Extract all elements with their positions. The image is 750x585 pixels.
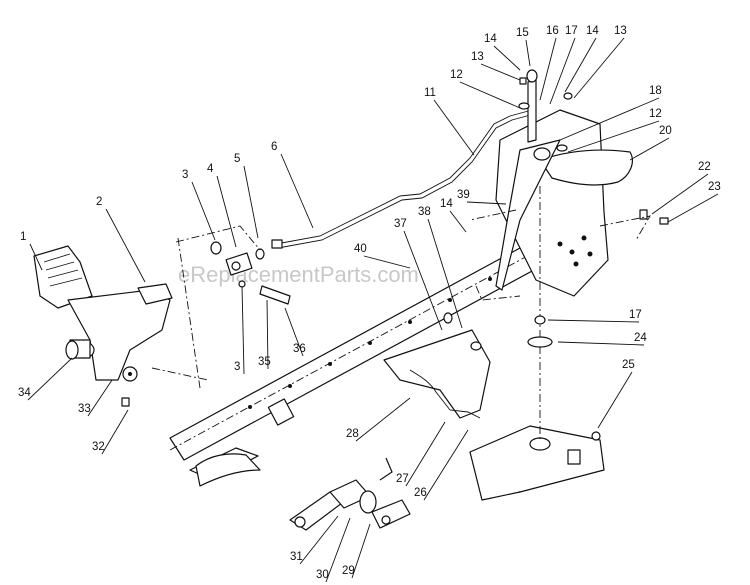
callout-leader: [87, 379, 113, 417]
callout-leader: [433, 99, 475, 156]
callout-number: 1: [20, 231, 26, 243]
callout-number: 36: [293, 343, 306, 355]
callout-leader: [101, 409, 129, 455]
center-axis: [527, 186, 553, 440]
callout-number: 16: [546, 25, 559, 37]
callout-leader: [480, 63, 521, 81]
callout-number: 5: [234, 153, 240, 165]
callout-leader: [564, 37, 597, 93]
callout-number: 22: [698, 161, 711, 173]
callout-leader: [466, 201, 507, 205]
callout-leader: [355, 397, 411, 442]
callout-number: 6: [271, 141, 277, 153]
callout-leader: [403, 230, 443, 331]
cable-bracket: [383, 312, 491, 419]
callout-number: 40: [354, 243, 367, 255]
callout-number: 14: [440, 198, 453, 210]
callout-leader: [559, 97, 660, 141]
callout-leader: [629, 137, 670, 161]
clevis-hardware: [210, 241, 291, 305]
callout-leader: [651, 173, 709, 215]
callout-leader: [191, 181, 216, 241]
callout-number: 4: [207, 163, 214, 175]
brake-rod: [271, 109, 535, 249]
callout-leader: [547, 319, 640, 323]
callout-leader: [539, 37, 557, 101]
callout-number: 3: [234, 361, 240, 373]
callout-number: 24: [634, 332, 647, 344]
top-hardware: [518, 77, 573, 152]
callout-leader: [284, 307, 304, 357]
callout-number: 38: [418, 206, 431, 218]
callout-number: 18: [649, 85, 662, 97]
callout-number: 35: [258, 356, 271, 368]
callout-leader: [427, 218, 463, 329]
callout-leader: [459, 81, 521, 109]
callout-leader: [493, 45, 521, 71]
callout-leader: [299, 515, 339, 565]
pivot-shaft-assembly: [189, 398, 411, 531]
callout-leader: [449, 210, 467, 233]
callout-leader: [667, 193, 719, 223]
callout-number: 25: [622, 359, 635, 371]
callout-leader: [266, 299, 269, 370]
callout-leader: [363, 255, 411, 269]
assembly-guide-lines: [151, 209, 651, 389]
callout-leader: [525, 39, 531, 67]
callout-number: 11: [424, 87, 436, 99]
callout-leader: [29, 243, 43, 271]
callout-leader: [567, 120, 660, 153]
callout-leader: [27, 357, 73, 401]
callout-number: 20: [659, 125, 672, 137]
callout-number: 14: [484, 33, 497, 45]
callout-number: 31: [290, 551, 303, 563]
callout-leader: [557, 341, 645, 346]
callout-leader: [241, 285, 245, 375]
callout-number: 33: [78, 403, 91, 415]
callout-number: 30: [316, 569, 329, 581]
callout-number: 23: [708, 181, 721, 193]
callout-number: 27: [396, 473, 409, 485]
watermark-text: eReplacementParts.com: [178, 262, 419, 287]
callout-leader: [549, 37, 576, 105]
callout-leader: [280, 153, 314, 229]
callout-leader: [573, 37, 625, 99]
callout-number: 26: [414, 487, 427, 499]
callout-leader: [351, 523, 371, 579]
bracket-fasteners: [639, 209, 669, 225]
callout-number: 12: [649, 108, 662, 120]
pedal-bushing: [65, 339, 130, 407]
callout-number: 13: [614, 25, 627, 37]
callout-leader: [597, 371, 633, 429]
callout-number: 14: [586, 25, 599, 37]
brake-lever: [495, 69, 561, 291]
callout-leader: [105, 208, 146, 283]
callout-leader: [325, 517, 351, 583]
callout-number: 28: [346, 428, 359, 440]
callout-number: 32: [92, 441, 105, 453]
callout-number: 3: [182, 169, 188, 181]
callout-number: 17: [629, 309, 642, 321]
callout-leader: [405, 421, 446, 487]
callout-number: 39: [457, 189, 470, 201]
brake-pedal: [33, 245, 173, 382]
callout-leader: [216, 175, 237, 248]
callout-number: 12: [450, 69, 463, 81]
callout-number: 2: [96, 196, 102, 208]
callout-leader: [243, 165, 259, 239]
callout-number: 37: [394, 218, 407, 230]
callout-number: 17: [565, 25, 578, 37]
callout-leader: [423, 429, 469, 501]
callout-number: 13: [471, 51, 484, 63]
lower-bracket: [469, 425, 605, 501]
callout-number: 29: [342, 565, 355, 577]
callout-number: 15: [516, 27, 529, 39]
callout-number: 34: [18, 387, 31, 399]
